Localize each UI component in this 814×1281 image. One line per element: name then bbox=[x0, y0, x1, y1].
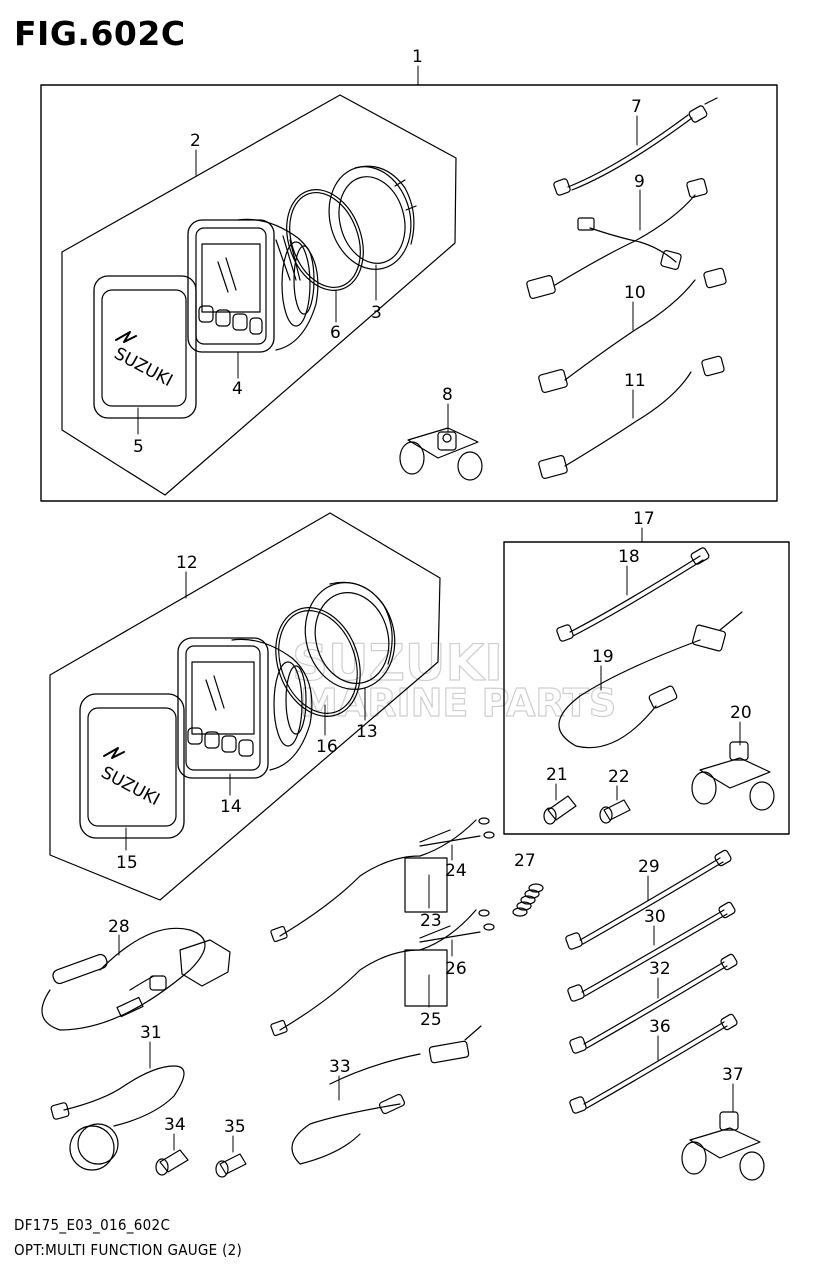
callout-20: 20 bbox=[730, 703, 752, 723]
mounting-nut-13 bbox=[304, 581, 396, 690]
t-connector-20 bbox=[691, 741, 775, 811]
callout-33: 33 bbox=[329, 1057, 351, 1077]
watermark-line2: MARINE PARTS bbox=[300, 681, 616, 725]
callout-1: 1 bbox=[412, 47, 423, 67]
callout-13: 13 bbox=[356, 722, 378, 742]
cable-33 bbox=[291, 1025, 482, 1165]
mounting-nut-3 bbox=[328, 165, 417, 270]
callout-21: 21 bbox=[546, 765, 568, 785]
cable-10 bbox=[538, 267, 727, 393]
gauge-body-4 bbox=[187, 218, 319, 353]
footer-caption: OPT:MULTI FUNCTION GAUGE (2) bbox=[14, 1241, 243, 1259]
callout-11: 11 bbox=[624, 371, 646, 391]
terminator-22 bbox=[599, 799, 631, 824]
cable-11 bbox=[538, 355, 725, 479]
callout-7: 7 bbox=[631, 97, 642, 117]
callout-4: 4 bbox=[232, 379, 243, 399]
callout-26: 26 bbox=[445, 959, 467, 979]
callout-29: 29 bbox=[638, 857, 660, 877]
callout-30: 30 bbox=[644, 907, 666, 927]
cable-18 bbox=[556, 547, 710, 642]
callout-22: 22 bbox=[608, 767, 630, 787]
gauge-body-14 bbox=[177, 637, 313, 779]
cable-36 bbox=[569, 1013, 738, 1114]
callout-labels: 1 2 3 4 5 6 7 8 9 10 11 12 13 14 15 16 1… bbox=[108, 47, 752, 1137]
callout-14: 14 bbox=[220, 797, 242, 817]
group-frame-17 bbox=[503, 541, 790, 835]
sensor-28 bbox=[41, 927, 231, 1031]
terminator-21 bbox=[543, 795, 577, 825]
gauge-assembly-top: SUZUKI bbox=[93, 165, 417, 419]
callout-18: 18 bbox=[618, 547, 640, 567]
terminator-34 bbox=[155, 1149, 189, 1176]
spring-27 bbox=[512, 883, 544, 917]
brand-marking-top: SUZUKI bbox=[111, 344, 176, 391]
cable-30 bbox=[567, 901, 736, 1002]
bezel-cover-15: SUZUKI bbox=[79, 693, 185, 839]
callout-15: 15 bbox=[116, 853, 138, 873]
callout-35: 35 bbox=[224, 1117, 246, 1137]
bezel-cover-5: SUZUKI bbox=[93, 275, 197, 419]
callout-17: 17 bbox=[633, 509, 655, 529]
o-ring-16 bbox=[275, 607, 361, 717]
callout-23: 23 bbox=[420, 911, 442, 931]
leader-lines bbox=[118, 65, 741, 1153]
group-frame-1 bbox=[40, 84, 778, 502]
gauge-assembly-box-2 bbox=[61, 94, 457, 496]
figure-title: FIG.602C bbox=[14, 14, 186, 53]
callout-5: 5 bbox=[133, 437, 144, 457]
sensor-31 bbox=[50, 1065, 185, 1171]
gauge-assembly-box-12 bbox=[49, 512, 441, 901]
brand-marking-lower: SUZUKI bbox=[98, 763, 163, 810]
callout-3: 3 bbox=[371, 303, 382, 323]
callout-19: 19 bbox=[592, 647, 614, 667]
callout-9: 9 bbox=[634, 172, 645, 192]
callout-32: 32 bbox=[649, 959, 671, 979]
cable-29 bbox=[565, 849, 732, 950]
cable-7 bbox=[553, 97, 718, 196]
terminator-35 bbox=[215, 1153, 247, 1178]
callout-10: 10 bbox=[624, 283, 646, 303]
harness-23 bbox=[270, 817, 495, 943]
callout-24: 24 bbox=[445, 861, 467, 881]
callout-28: 28 bbox=[108, 917, 130, 937]
footer-code: DF175_E03_016_602C bbox=[14, 1216, 171, 1234]
callout-16: 16 bbox=[316, 737, 338, 757]
callout-25: 25 bbox=[420, 1010, 442, 1030]
callout-31: 31 bbox=[140, 1023, 162, 1043]
callout-36: 36 bbox=[649, 1017, 671, 1037]
cable-32 bbox=[569, 953, 738, 1054]
callout-6: 6 bbox=[330, 323, 341, 343]
cable-19 bbox=[558, 611, 743, 749]
callout-8: 8 bbox=[442, 385, 453, 405]
harness-25 bbox=[270, 909, 495, 1037]
o-ring-6 bbox=[286, 189, 364, 291]
callout-2: 2 bbox=[190, 131, 201, 151]
callout-27: 27 bbox=[514, 851, 536, 871]
callout-34: 34 bbox=[164, 1115, 186, 1135]
callout-12: 12 bbox=[176, 553, 198, 573]
callout-37: 37 bbox=[722, 1065, 744, 1085]
harness-9 bbox=[526, 178, 708, 299]
t-connector-37 bbox=[681, 1111, 765, 1181]
t-connector-8 bbox=[399, 427, 483, 481]
watermark-line1: SUZUKI bbox=[292, 634, 503, 692]
